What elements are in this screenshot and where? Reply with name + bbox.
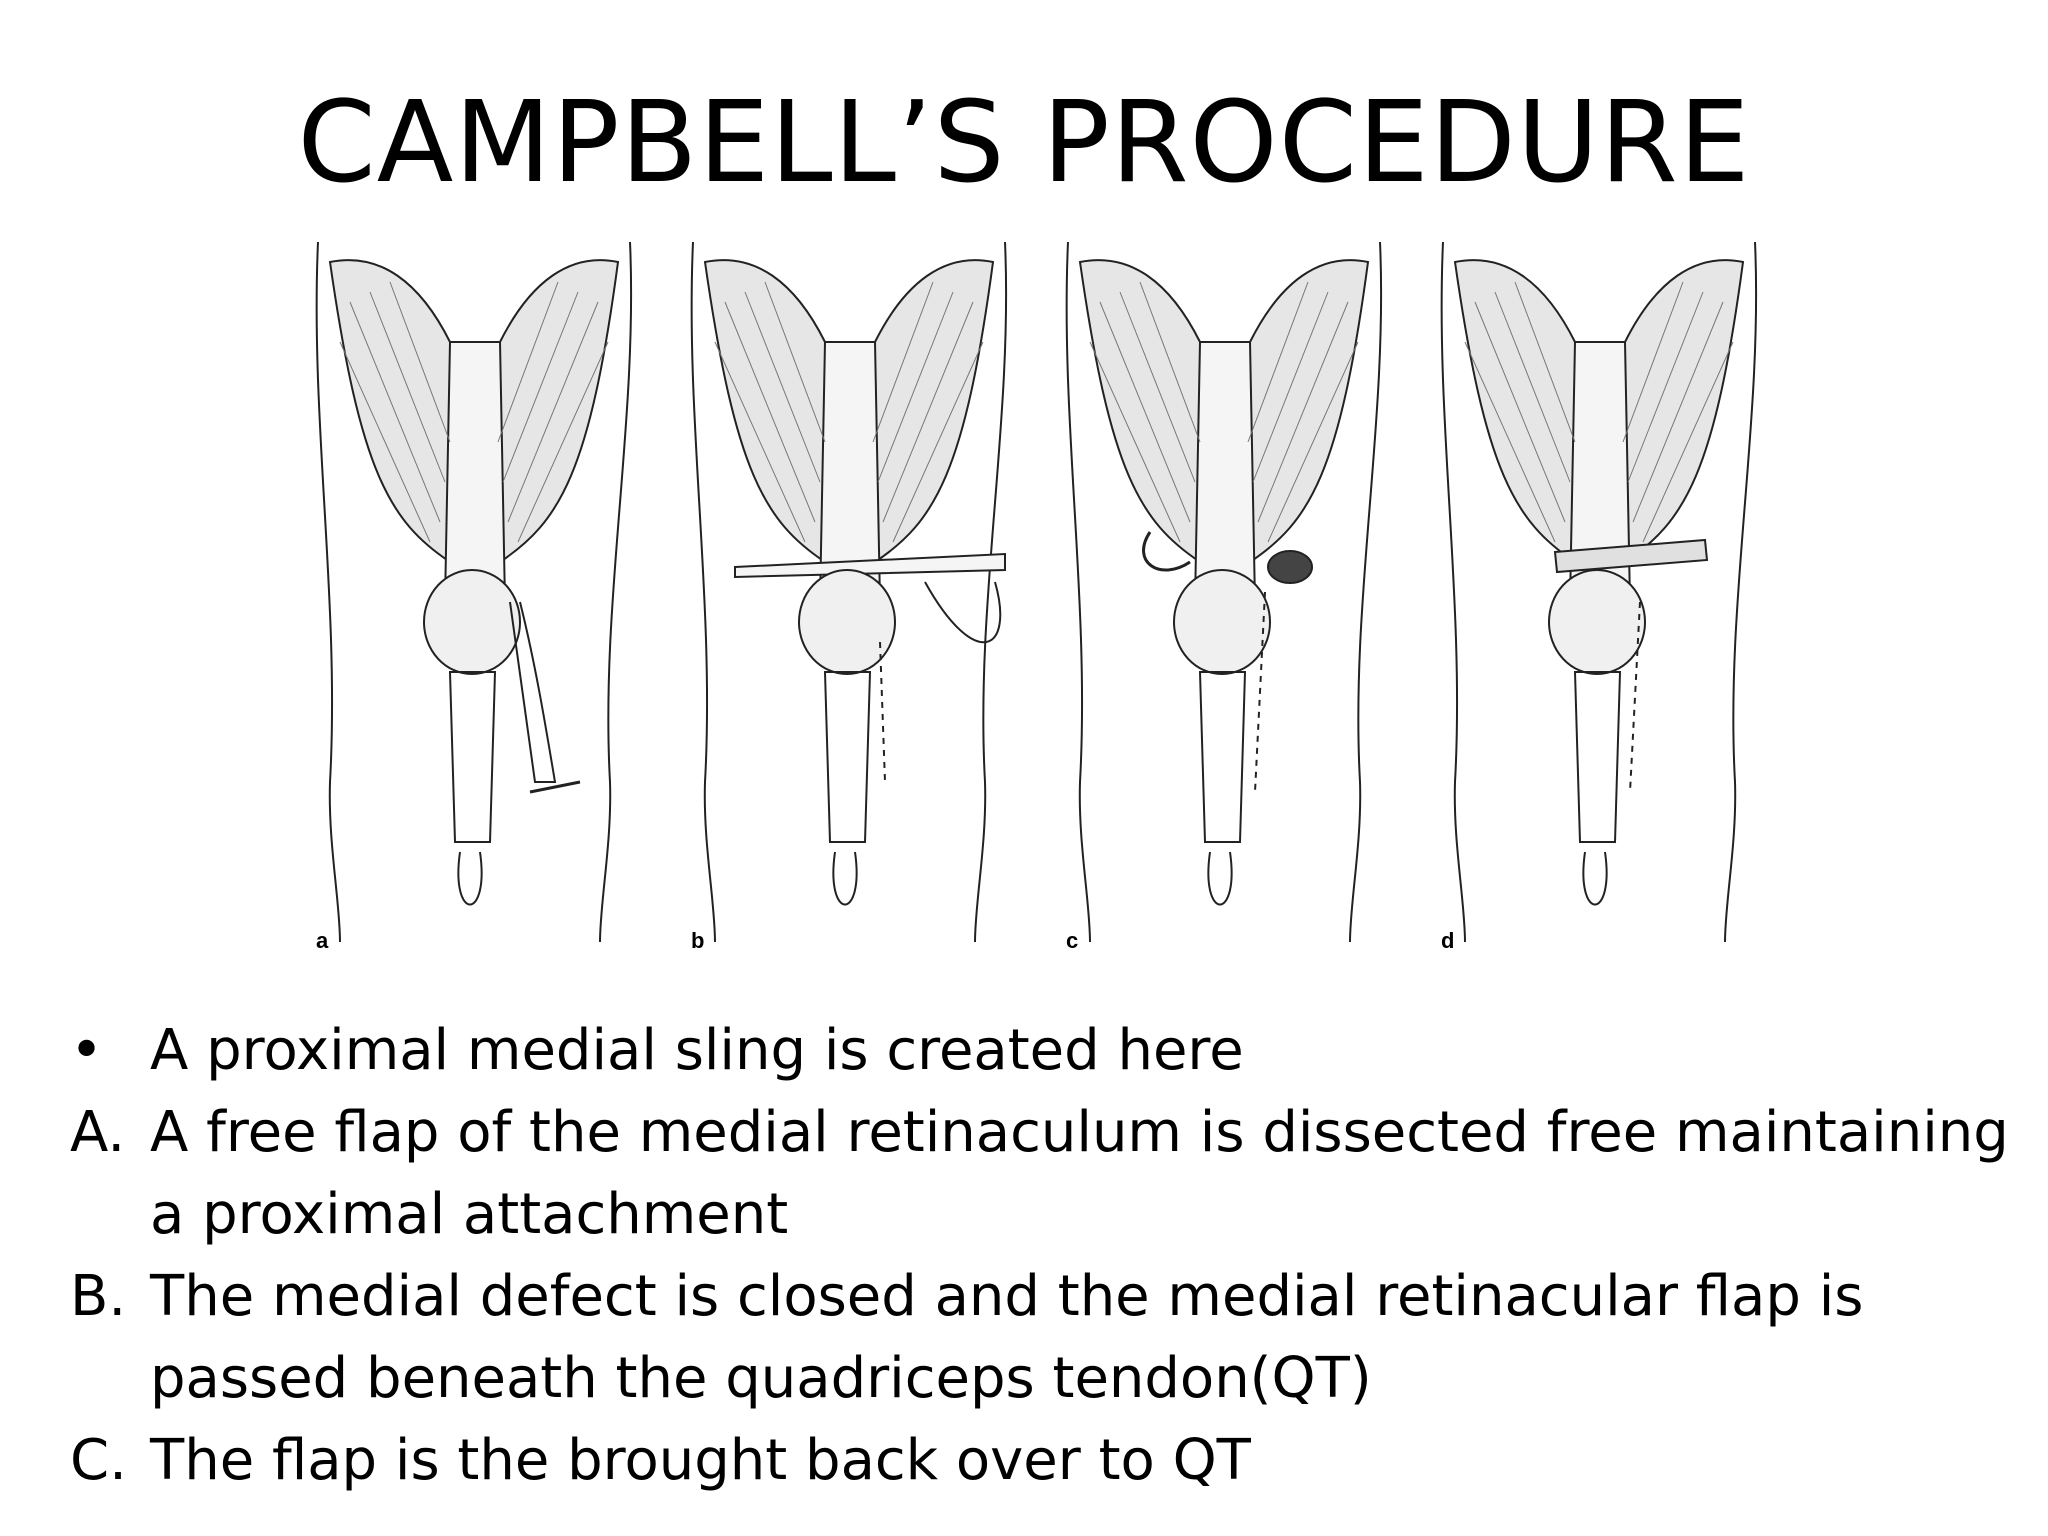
list-item-text: The flap is the brought back over to QT	[150, 1428, 1251, 1493]
step-marker-c: C.	[70, 1428, 127, 1493]
slide-title: CAMPBELL’S PROCEDURE	[297, 78, 1751, 208]
panel-a: a	[300, 222, 645, 962]
procedure-steps-list: • A proximal medial sling is created her…	[70, 1010, 2040, 1502]
list-item-text: The medial defect is closed and the medi…	[150, 1264, 1864, 1411]
step-marker-b: B.	[70, 1264, 127, 1329]
knee-illustration: a b	[300, 222, 1780, 962]
list-item-text: A proximal medial sling is created here	[150, 1018, 1244, 1083]
panel-d: d	[1425, 222, 1770, 962]
panel-b: b	[675, 222, 1020, 962]
panel-label-b: b	[691, 928, 705, 953]
panel-label-a: a	[316, 928, 329, 953]
knee-drawing-b	[690, 241, 1008, 943]
list-item: • A proximal medial sling is created her…	[70, 1010, 2040, 1092]
panel-label-c: c	[1066, 928, 1079, 953]
knee-drawing-a	[315, 241, 633, 943]
list-item: A. A free flap of the medial retinaculum…	[70, 1092, 2040, 1256]
step-marker-a: A.	[70, 1100, 126, 1165]
panel-c: c	[1050, 222, 1395, 962]
list-item: B. The medial defect is closed and the m…	[70, 1256, 2040, 1420]
panel-label-d: d	[1441, 928, 1455, 953]
list-item: C. The flap is the brought back over to …	[70, 1420, 2040, 1502]
list-item-text: A free flap of the medial retinaculum is…	[150, 1100, 2009, 1247]
bullet-marker: •	[70, 1018, 104, 1083]
knee-drawing-c	[1065, 241, 1383, 943]
knee-drawing-d	[1440, 241, 1758, 943]
